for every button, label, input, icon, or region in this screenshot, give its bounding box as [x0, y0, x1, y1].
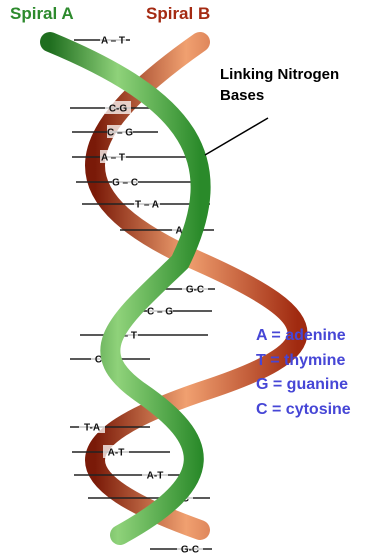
- base-pair-label: C – G: [107, 128, 133, 139]
- base-pair-label: C – G: [147, 307, 173, 318]
- spiral-a-label: Spiral A: [10, 4, 74, 24]
- legend-item-thymine: T = thymine: [256, 349, 351, 374]
- base-pair-label: A – T: [101, 36, 125, 47]
- base-pair-label: T – A: [135, 200, 159, 211]
- legend-item-adenine: A = adenine: [256, 324, 351, 349]
- base-pair-label: A – T: [101, 153, 125, 164]
- linking-bases-callout: Linking Nitrogen Bases: [220, 64, 380, 106]
- base-pair-label: T-A: [84, 423, 100, 434]
- base-pair-label: A-T: [147, 471, 164, 482]
- legend-item-guanine: G = guanine: [256, 373, 351, 398]
- base-pair-label: C-G: [109, 104, 128, 115]
- base-pair-label: G-C: [181, 545, 199, 556]
- base-pair-label: G – C: [112, 178, 138, 189]
- base-legend: A = adenine T = thymine G = guanine C = …: [256, 324, 351, 422]
- callout-pointer-line: [205, 118, 268, 155]
- base-pair-label: G-C: [186, 285, 204, 296]
- base-pair-label: A-T: [108, 448, 125, 459]
- spiral-b-label: Spiral B: [146, 4, 210, 24]
- legend-item-cytosine: C = cytosine: [256, 398, 351, 423]
